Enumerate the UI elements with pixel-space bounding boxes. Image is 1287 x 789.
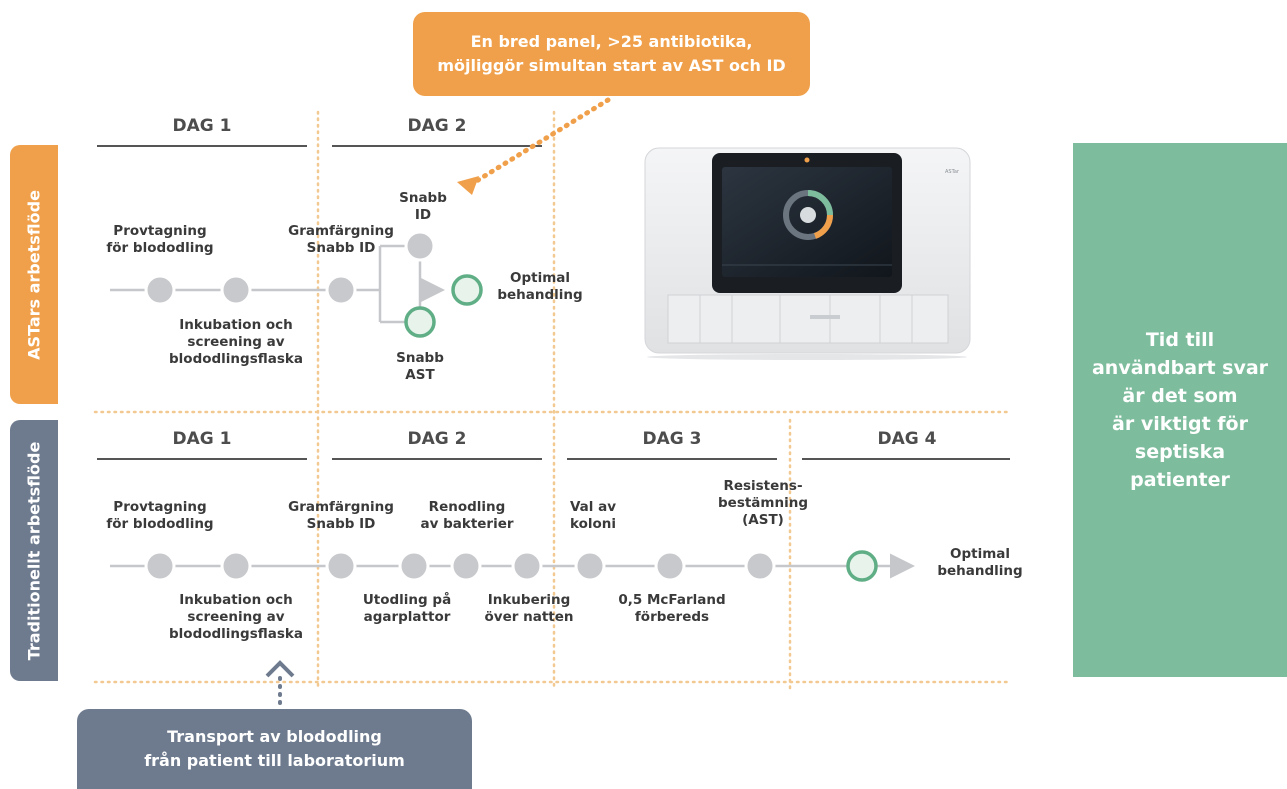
trad-label-colony: Val av koloni [570, 499, 616, 533]
label-line: Inkubation och [179, 317, 293, 333]
astars-label-gram: Gramfärgning Snabb ID [288, 223, 394, 257]
label-line: Optimal [509, 270, 571, 286]
node-optimal [451, 274, 483, 306]
label-line: Snabb [399, 190, 447, 206]
astars-day-1: DAG 1 [172, 116, 232, 136]
trad-day-4: DAG 4 [877, 429, 937, 449]
label-line: Inkubering [487, 592, 571, 608]
label-line: av bakterier [420, 516, 514, 532]
label-line: (AST) [742, 512, 784, 528]
node-sampling [144, 274, 176, 306]
panel-line: är det som [1122, 385, 1238, 407]
node-culture [398, 550, 430, 582]
time-to-answer-panel: Tid till användbart svar är det som är v… [1073, 143, 1287, 677]
node-rapid-ast [404, 306, 436, 338]
label-line: behandling [497, 287, 583, 303]
trad-label-culture: Utodling på agarplattor [363, 592, 451, 626]
label-line: Val av [569, 499, 617, 515]
device-brand: ASTar [945, 169, 960, 175]
trad-label-mcfarland: 0,5 McFarland förbereds [618, 592, 725, 626]
panel-line: patienter [1130, 469, 1230, 491]
astars-label-rapid-id: Snabb ID [399, 190, 447, 224]
label-line: för blododling [106, 240, 214, 256]
panel-line: användbart svar [1091, 357, 1269, 379]
panel-callout-arrow [457, 97, 611, 195]
node-incubation [220, 550, 252, 582]
label-line: Provtagning [113, 223, 207, 239]
astars-label-rapid-ast: Snabb AST [396, 350, 444, 384]
callout-line: Transport av blododling [167, 727, 382, 746]
label-line: Gramfärgning [288, 499, 394, 515]
astars-workflow-tab: ASTars arbetsflöde [10, 145, 58, 404]
label-line: 0,5 McFarland [618, 592, 726, 608]
panel-line: Tid till [1145, 329, 1215, 351]
transport-callout: Transport av blododling från patient til… [77, 709, 472, 789]
traditional-workflow-tab: Traditionellt arbetsflöde [10, 420, 58, 681]
antibiotics-panel-callout: En bred panel, >25 antibiotika, möjliggö… [413, 12, 810, 96]
label-line: koloni [569, 516, 617, 532]
callout-line: möjliggör simultan start av AST och ID [437, 56, 786, 75]
label-line: bestämning [718, 495, 808, 511]
node-gram [325, 274, 357, 306]
label-line: agarplattor [363, 609, 451, 625]
trad-label-optimal: Optimal behandling [937, 546, 1022, 580]
label-line: behandling [937, 563, 1023, 579]
node-optimal [846, 550, 878, 582]
label-line: Utodling på [362, 592, 452, 608]
label-line: Snabb ID [306, 516, 376, 532]
node-gram [325, 550, 357, 582]
trad-label-sampling: Provtagning för blododling [106, 499, 213, 533]
label-line: Inkubation och [179, 592, 293, 608]
astars-nodes [144, 230, 483, 338]
astars-label-optimal: Optimal behandling [497, 270, 582, 304]
label-line: Snabb ID [306, 240, 376, 256]
astars-label-sampling: Provtagning för blododling [106, 223, 213, 257]
trad-label-incubation: Inkubation och screening av blododlingsf… [169, 592, 303, 643]
label-line: AST [405, 367, 435, 383]
callout-line: En bred panel, >25 antibiotika, [470, 32, 753, 51]
trad-day-3: DAG 3 [642, 429, 702, 449]
label-line: screening av [187, 609, 285, 625]
node-rapid-id [404, 230, 436, 262]
node-colony [574, 550, 606, 582]
trad-label-purify: Renodling av bakterier [420, 499, 513, 533]
trad-day-2: DAG 2 [407, 429, 467, 449]
astars-label-incubation: Inkubation och screening av blododlingsf… [169, 317, 303, 368]
label-line: Gramfärgning [288, 223, 394, 239]
node-incubation [220, 274, 252, 306]
traditional-nodes [144, 550, 878, 582]
label-line: för blododling [106, 516, 214, 532]
node-overnight [511, 550, 543, 582]
panel-line: är viktigt för [1112, 413, 1248, 435]
panel-line: septiska [1134, 441, 1226, 463]
label-line: Resistens- [723, 478, 803, 494]
label-line: förbereds [634, 609, 710, 625]
trad-label-gram: Gramfärgning Snabb ID [288, 499, 394, 533]
transport-callout-arrow [265, 660, 295, 712]
node-resistance [744, 550, 776, 582]
label-line: screening av [187, 334, 285, 350]
day-dividers [93, 110, 1012, 692]
day-header-rules [97, 145, 1010, 460]
label-line: blododlingsflaska [169, 626, 303, 642]
trad-day-1: DAG 1 [172, 429, 232, 449]
label-line: Snabb [396, 350, 444, 366]
trad-label-resistance: Resistens- bestämning (AST) [718, 478, 808, 529]
node-mcfarland [654, 550, 686, 582]
trad-label-overnight: Inkubering över natten [485, 592, 574, 626]
label-line: över natten [484, 609, 574, 625]
node-purify [450, 550, 482, 582]
label-line: blododlingsflaska [169, 351, 303, 367]
astar-instrument-image: ASTar [644, 147, 971, 360]
node-sampling [144, 550, 176, 582]
label-line: Renodling [428, 499, 506, 515]
callout-line: från patient till laboratorium [144, 751, 405, 770]
label-line: ID [414, 207, 432, 223]
label-line: Provtagning [113, 499, 207, 515]
label-line: Optimal [949, 546, 1011, 562]
astars-day-2: DAG 2 [407, 116, 467, 136]
